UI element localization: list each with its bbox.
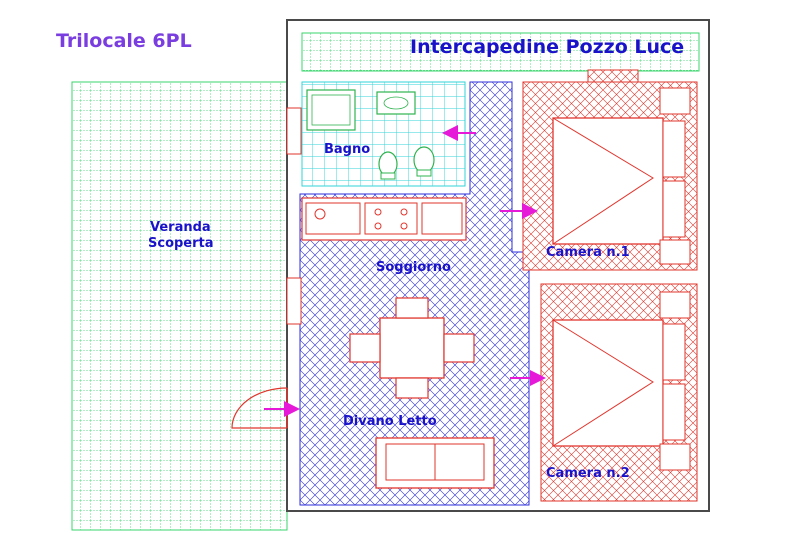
plan-title: Trilocale 6PL xyxy=(56,30,192,52)
bed-icon xyxy=(552,291,691,471)
sink-icon xyxy=(376,91,416,115)
veranda-area xyxy=(71,81,288,531)
sofa-icon xyxy=(375,437,495,489)
bidet-icon xyxy=(413,146,435,177)
toilet-icon xyxy=(378,151,398,180)
camera2-label: Camera n.2 xyxy=(546,466,630,481)
table-icon xyxy=(349,297,475,399)
camera1-label: Camera n.1 xyxy=(546,245,630,260)
bed-icon xyxy=(552,87,691,265)
divano-label: Divano Letto xyxy=(343,414,437,429)
window-soggiorno xyxy=(286,277,302,325)
veranda-label-2: Scoperta xyxy=(148,236,214,251)
window-camera1 xyxy=(587,69,639,83)
intercapedine-area xyxy=(301,32,700,72)
soggiorno-floor xyxy=(299,81,530,506)
veranda-label: Veranda xyxy=(150,220,211,235)
bagno-label: Bagno xyxy=(324,142,371,157)
stove-icon xyxy=(301,197,467,241)
shower-icon xyxy=(306,89,356,131)
soggiorno-label: Soggiorno xyxy=(376,260,451,275)
intercapedine-label: Intercapedine Pozzo Luce xyxy=(410,36,685,58)
window-bagno xyxy=(286,107,302,155)
